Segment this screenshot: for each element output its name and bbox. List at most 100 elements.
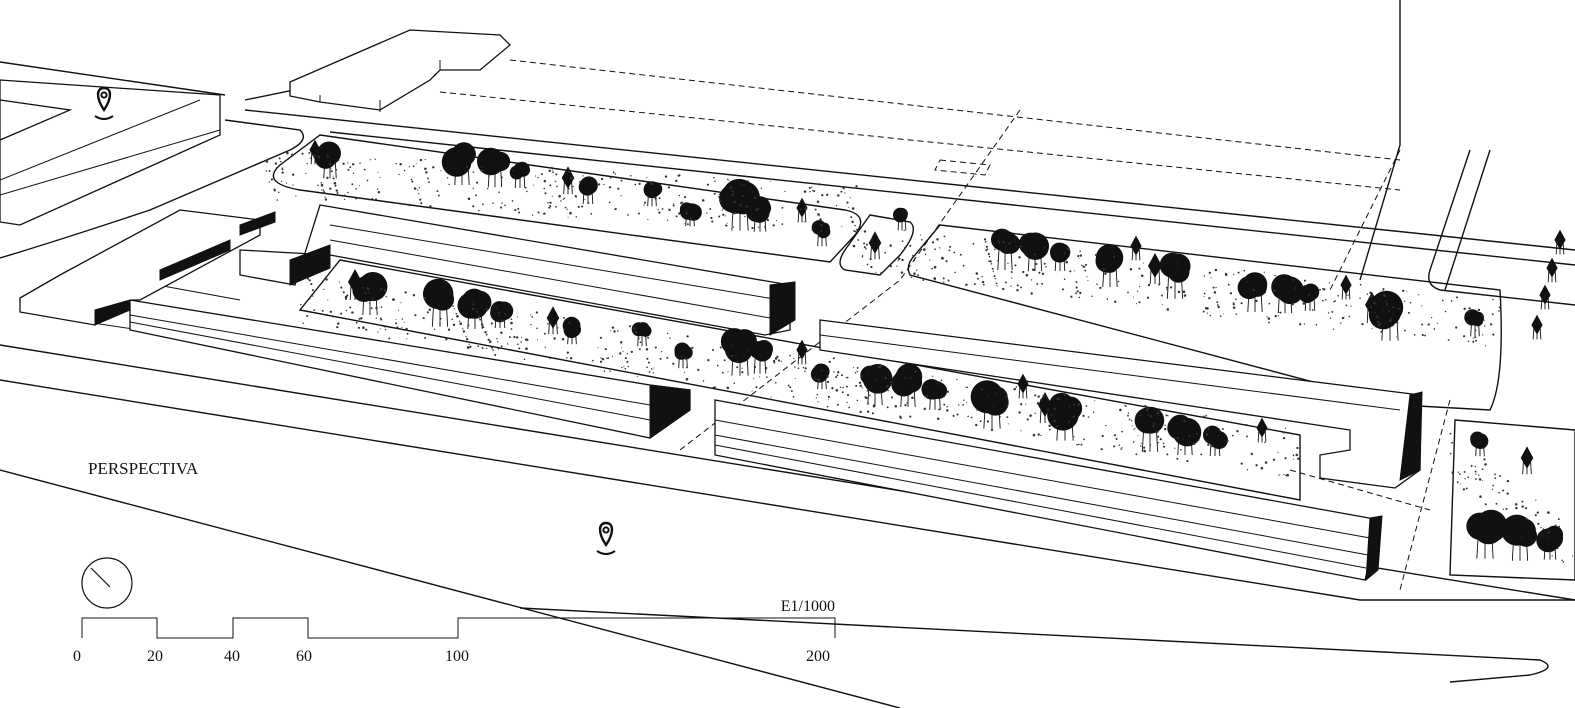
road-upper-b [244,109,1575,251]
building-L-right-lines [819,334,1401,411]
scale-bar: E1/1000 0 20 40 60 100 200 [73,598,836,665]
scale-tick-100: 100 [445,648,469,665]
tree [679,202,702,227]
tree [921,379,948,410]
scale-tick-0: 0 [73,648,81,665]
dashed-line-6 [1289,469,1431,511]
park-strip-upper-left [272,134,862,263]
building-stepped-left-shadow-a [94,299,131,326]
cypress-tree [1340,274,1352,300]
tree [1271,274,1304,314]
cypress-tree [1038,392,1052,424]
building-top-left-lines [0,99,221,196]
tree [892,207,908,231]
road-top-left-b [0,119,304,259]
tree [490,301,514,329]
tree [441,142,476,186]
tree [674,342,693,369]
road-right-vert-a [1359,0,1401,281]
tree [970,380,1009,429]
building-slab-upper-left-lines [329,224,781,319]
dashed-line-1 [509,59,1401,161]
cypress-tree [546,306,560,335]
location-pin-icon [596,521,616,555]
building-slab-central-shadow [1365,515,1383,582]
cypress-tree [1546,257,1558,283]
tree [509,161,531,189]
cypress-tree [796,339,808,365]
tree [1047,392,1083,441]
tree [1202,425,1228,457]
scale-tick-40: 40 [224,648,240,665]
park-strip-small [839,214,914,276]
cypress-tree [309,139,321,165]
cypress-tree [1554,229,1566,255]
tree [860,364,893,406]
cypress-tree [1256,417,1268,443]
trees [309,139,1566,561]
tree [1466,509,1508,559]
cypress-tree [1531,314,1543,340]
cypress-tree [1017,373,1029,399]
park-strip-corner [1449,419,1575,581]
tree [477,147,511,188]
park-strip-upper-right [907,224,1502,411]
cypress-tree [1148,253,1162,285]
cypress-tree [348,269,362,301]
building-stepped-left-shadow-b [159,239,231,281]
road-right-vert-b [1428,149,1575,306]
building-top-left-courtyard [0,99,73,141]
cypress-tree [868,231,882,260]
scale-bar-line [81,617,836,639]
road-tip [519,607,1549,683]
tree [422,278,455,327]
location-pin-icon [94,86,114,120]
tree [1501,514,1538,561]
building-slab-central [714,399,1381,581]
tree [1237,272,1268,313]
tree [810,363,830,390]
dashed-line-2 [439,91,1401,191]
park-strip-central [298,259,1301,501]
tree [1464,309,1485,337]
road-right-vert-c [1444,149,1491,291]
tree [811,220,831,247]
tree [1095,244,1124,288]
tree [1134,406,1165,452]
road-upper-c [329,131,1575,266]
tree [1018,232,1050,272]
tree [631,322,652,347]
tree [578,176,598,205]
building-slab-upper-left-end [289,244,331,286]
building-slab-lower-left-lines [129,314,651,421]
building-stepped-left-shadow-c [239,211,276,236]
building-slab-upper-left-shadow [769,281,796,336]
building-top-left [0,79,221,226]
tree [749,340,773,374]
tree [1050,242,1071,272]
building-slab-central-lines [714,419,1371,569]
tree [891,363,923,408]
building-L-right-shadow [1399,391,1423,481]
building-slab-lower-left-shadow [649,384,691,439]
tree [352,271,388,316]
north-compass-icon [81,557,133,609]
tree [1299,283,1320,312]
dashed-line-3 [679,109,1021,451]
buildings [0,29,1423,582]
cypress-tree [1130,235,1142,261]
road-top-left-a [0,61,226,96]
tree [746,196,772,232]
building-top-small-lines [319,60,441,112]
road-edge-lower [0,469,901,708]
road-edge-middle [0,379,1575,601]
tree [457,288,492,330]
cypress-tree [1520,446,1534,475]
building-slab-lower-left [129,299,691,439]
tree [1159,252,1191,299]
scale-label: E1/1000 [781,598,835,615]
scale-tick-60: 60 [296,648,312,665]
cypress-tree [796,197,808,223]
dashed-line-5 [1399,399,1451,591]
